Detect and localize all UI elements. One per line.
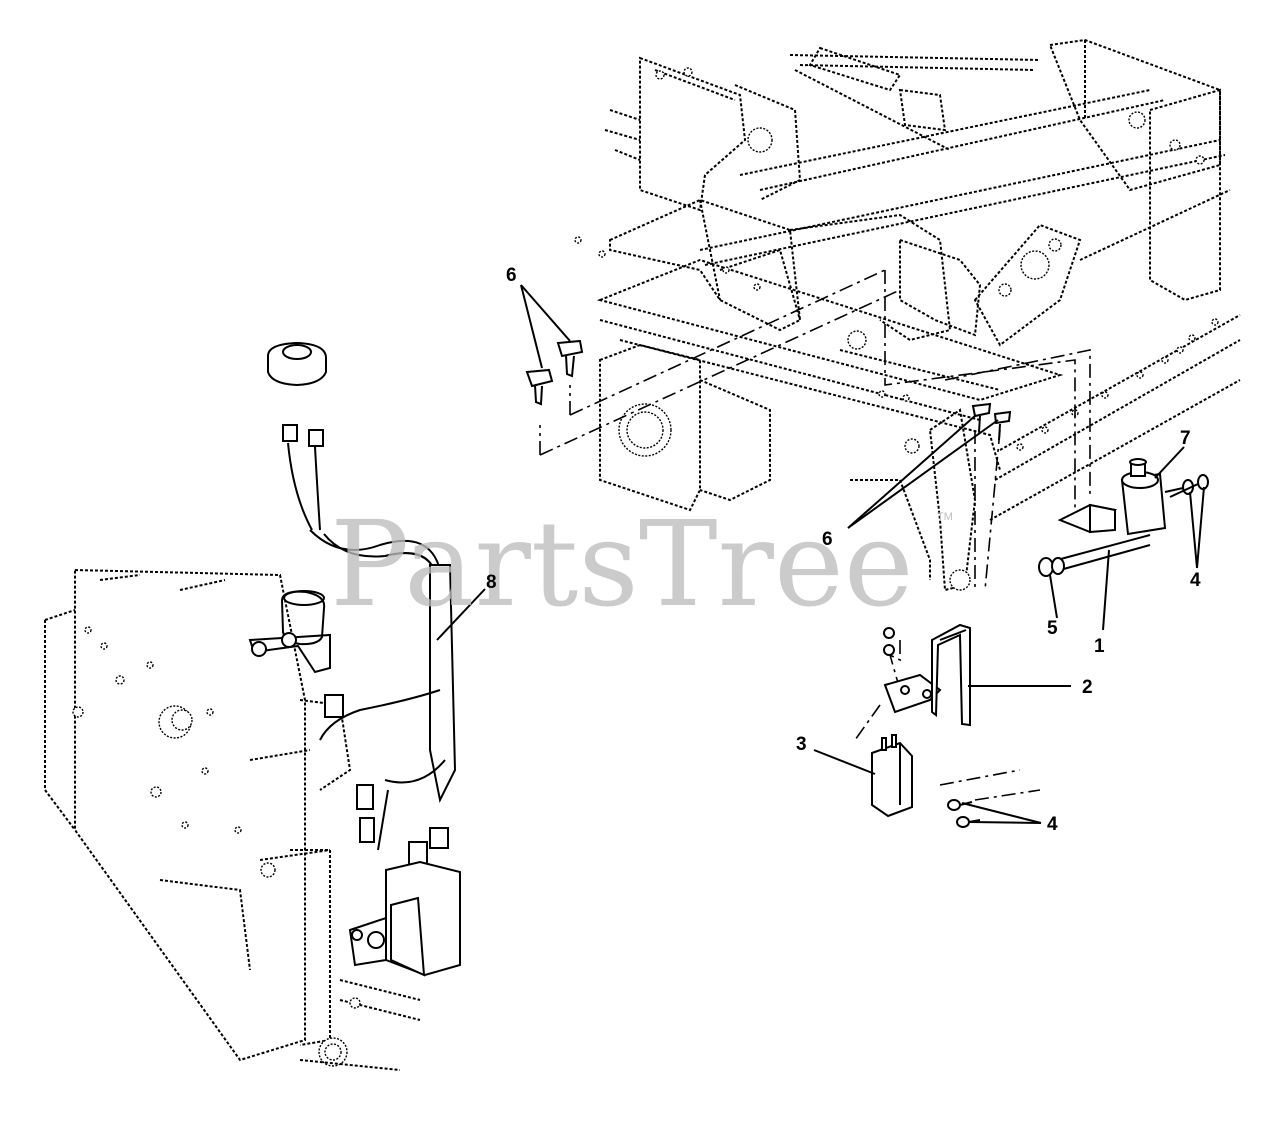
left-solenoid bbox=[248, 590, 331, 674]
grommet bbox=[267, 341, 327, 387]
bolts-6-upper bbox=[525, 339, 584, 406]
part-7-switch bbox=[1120, 458, 1167, 536]
bolt-6-middle-b bbox=[993, 410, 1012, 441]
part-1-bracket bbox=[1056, 503, 1151, 571]
callout-1: 1 bbox=[1094, 636, 1105, 657]
part-4-screws-upper bbox=[1164, 474, 1209, 498]
part-5-nuts bbox=[1038, 557, 1065, 577]
callout-2: 2 bbox=[1082, 677, 1093, 698]
bolt-6-middle-a bbox=[971, 402, 992, 433]
watermark-text: PartsTree bbox=[330, 495, 914, 633]
callout-labels: 6 6 7 4 5 1 8 2 3 4 bbox=[486, 265, 1201, 835]
assembly-lines bbox=[539, 269, 1091, 801]
bolt-6-upper-a bbox=[525, 368, 554, 406]
part-3-module bbox=[871, 734, 913, 818]
watermark-tm: TM bbox=[937, 511, 953, 523]
leader-lines bbox=[436, 284, 1205, 824]
bolt-6-upper-b bbox=[556, 339, 584, 378]
callout-3: 3 bbox=[796, 734, 807, 755]
callout-7: 7 bbox=[1180, 428, 1191, 449]
callout-4-lower: 4 bbox=[1047, 814, 1058, 835]
callout-6-middle: 6 bbox=[822, 529, 833, 550]
callout-4-upper: 4 bbox=[1190, 570, 1201, 591]
left-frame-assembly bbox=[44, 568, 421, 1071]
callout-6-upper: 6 bbox=[506, 265, 517, 286]
wire-harness bbox=[282, 424, 457, 869]
tractor-frame-assembly bbox=[574, 38, 1241, 592]
watermark: PartsTree TM bbox=[330, 495, 953, 633]
part-2-cover bbox=[883, 623, 971, 727]
part-4-screws-lower bbox=[947, 799, 981, 828]
bolts-6-middle bbox=[971, 402, 1012, 441]
callout-8: 8 bbox=[486, 572, 497, 593]
callout-5: 5 bbox=[1047, 618, 1058, 639]
left-module bbox=[348, 860, 461, 977]
